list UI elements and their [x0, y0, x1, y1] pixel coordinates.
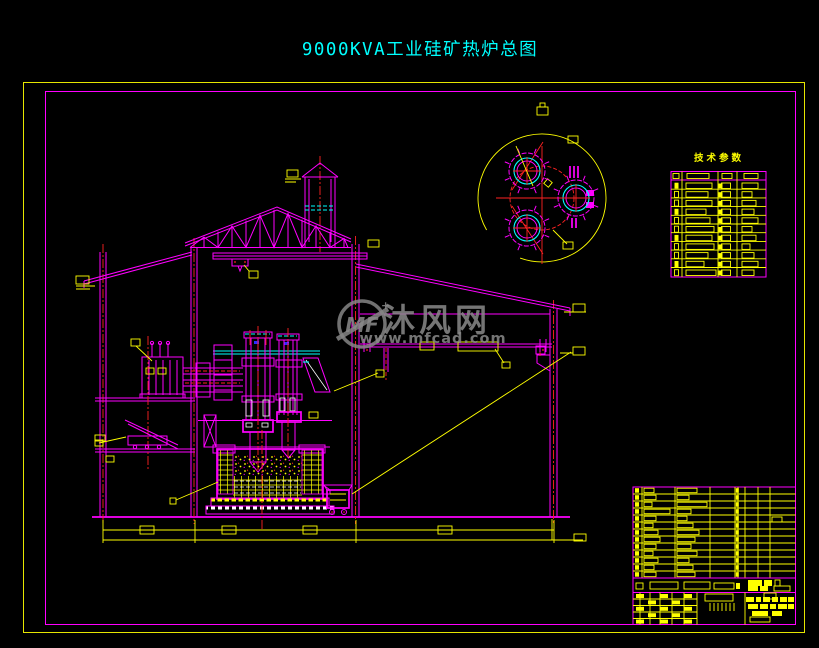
electrode-columns	[241, 326, 331, 473]
parts-list-and-title-block	[632, 486, 796, 625]
mfcad-logo-swoosh-icon	[335, 307, 390, 341]
mfcad-logo-text: MF	[345, 313, 379, 337]
tech-parameters-table: 技术参数	[670, 152, 767, 278]
leader-lines	[76, 145, 586, 543]
building-section-view	[83, 156, 571, 524]
electrode-triangle-detail-view	[477, 133, 607, 264]
drawing-title: 9000KVA工业硅矿热炉总图	[302, 40, 538, 60]
furnace-body	[205, 430, 353, 530]
watermark-site-url: www.mfcad.com	[359, 331, 506, 347]
tech-table-title: 技术参数	[694, 152, 744, 164]
mfcad-logo-plus: +	[381, 299, 390, 312]
electrode-detail-rings	[504, 148, 599, 251]
roof-truss-members	[189, 209, 349, 249]
watermark-site-name: 沐风网	[383, 301, 491, 339]
mfcad-logo-circle-icon	[337, 299, 387, 349]
sheet-borders	[23, 82, 805, 633]
dimension-and-balloon-labels	[75, 102, 587, 542]
watermark: MF + 沐风网 www.mfcad.com	[335, 299, 506, 349]
